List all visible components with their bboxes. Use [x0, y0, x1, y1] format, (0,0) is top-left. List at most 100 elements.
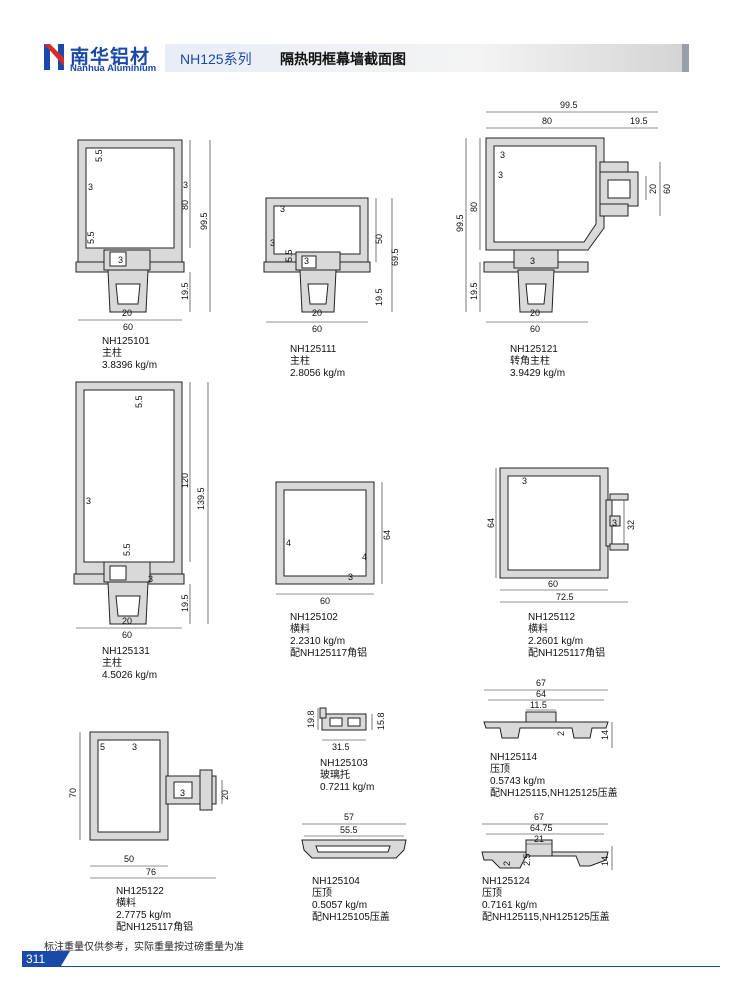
- dim-label: 19.8: [306, 710, 316, 728]
- dim-label: 64: [382, 530, 392, 540]
- profile-drawing-nh125122: 5 3 70 3 20 50 76: [68, 731, 230, 879]
- profile-name: 主柱: [290, 356, 310, 367]
- caption-nh125103: NH125103 玻璃托 0.7211 kg/m: [320, 758, 374, 794]
- caption-nh125114: NH125114 压顶 0.5743 kg/m 配NH125115,NH1251…: [490, 752, 618, 800]
- profile-weight: 2.7775 kg/m: [116, 910, 172, 921]
- profile-name: 横料: [528, 624, 548, 635]
- dim-label: 3: [132, 742, 137, 752]
- dim-label: 11.5: [530, 700, 547, 710]
- caption-nh125102: NH125102 横料 2.2310 kg/m 配NH125117角铝: [290, 612, 367, 660]
- dim-label: 19.5: [469, 282, 479, 300]
- dim-label: 60: [320, 596, 330, 606]
- dim-label: 20: [220, 790, 230, 800]
- dim-label: 60: [662, 184, 672, 194]
- profile-weight: 0.5743 kg/m: [490, 776, 546, 787]
- profile-code: NH125101: [102, 336, 150, 347]
- dim-label: 5.5: [134, 395, 144, 408]
- dim-label: 31.5: [332, 742, 350, 752]
- dim-label: 3: [86, 496, 91, 506]
- profile-note: 配NH125117角铝: [528, 648, 606, 659]
- profile-note: 配NH125115,NH125125压盖: [490, 788, 618, 799]
- profile-name: 转角主柱: [510, 356, 550, 367]
- page-number-tab: [22, 951, 70, 967]
- dim-label: 2: [502, 861, 512, 866]
- dim-label: 21: [534, 834, 544, 844]
- profile-drawing-nh125103: 19.8 15.8 31.5: [306, 707, 386, 752]
- dim-label: 60: [548, 579, 558, 589]
- dim-label: 69.5: [390, 248, 400, 266]
- dim-label: 3: [530, 256, 535, 266]
- dim-label: 3: [304, 256, 309, 266]
- weight-disclaimer: 标注重量仅供参考，实际重量按过磅重量为准: [44, 942, 244, 953]
- caption-nh125101: NH125101 主柱 3.8396 kg/m: [102, 336, 157, 372]
- dim-label: 67: [536, 678, 546, 688]
- dim-label: 14: [600, 856, 610, 866]
- profile-name: 横料: [116, 898, 136, 909]
- profile-code: NH125111: [290, 344, 337, 355]
- profile-code: NH125102: [290, 612, 338, 623]
- dim-label: 60: [122, 630, 132, 640]
- dim-label: 60: [123, 322, 133, 332]
- dim-label: 3: [280, 204, 285, 214]
- profile-drawing-nh125111: 3 3 3 5.5 50 69.5 19.5 20 60: [263, 197, 400, 334]
- dim-label: 64: [486, 518, 496, 528]
- profile-note: 配NH125105压盖: [312, 912, 390, 923]
- caption-nh125111: NH125111 主柱 2.8056 kg/m: [290, 344, 345, 380]
- dim-label: 60: [530, 324, 540, 334]
- dim-label: 2: [556, 731, 566, 736]
- profile-drawing-nh125101: 5.5 3 3 5.5 3 80 99.5 19.5 20 60: [75, 139, 211, 332]
- dim-label: 20: [122, 308, 132, 318]
- dim-label: 19.5: [180, 282, 190, 300]
- profile-drawing-nh125102: 4 4 64 3 60: [275, 481, 392, 606]
- caption-nh125124: NH125124 压顶 0.7161 kg/m 配NH125115,NH1251…: [482, 876, 610, 924]
- profile-drawing-nh125104: 57 55.5: [301, 812, 407, 859]
- dim-label: 99.5: [199, 212, 209, 230]
- profile-drawing-nh125114: 67 64 11.5 2 14: [483, 678, 613, 748]
- dim-label: 99.5: [560, 100, 578, 110]
- profile-note: 配NH125115,NH125125压盖: [482, 912, 610, 923]
- profile-weight: 2.8056 kg/m: [290, 368, 346, 379]
- dim-label: 80: [542, 116, 552, 126]
- dim-label: 3: [118, 255, 123, 265]
- dim-label: 5.5: [122, 543, 132, 556]
- dim-label: 4: [362, 552, 367, 562]
- dim-label: 2.5: [522, 853, 532, 866]
- dim-label: 19.5: [180, 594, 190, 612]
- dim-label: 15.8: [376, 712, 386, 730]
- caption-nh125122: NH125122 横料 2.7775 kg/m 配NH125117角铝: [116, 886, 193, 934]
- dim-label: 60: [312, 324, 322, 334]
- dim-label: 3: [348, 572, 353, 582]
- dim-label: 99.5: [455, 214, 465, 232]
- profile-drawing-nh125112: 3 64 3 32 60 72.5: [486, 467, 636, 603]
- profile-code: NH125114: [490, 752, 538, 763]
- caption-nh125121: NH125121 转角主柱 3.9429 kg/m: [510, 344, 565, 380]
- dim-label: 3: [183, 180, 188, 190]
- dim-label: 80: [180, 200, 190, 210]
- dim-label: 5: [100, 742, 105, 752]
- dim-label: 3: [500, 150, 505, 160]
- dim-label: 5.5: [86, 231, 96, 244]
- caption-nh125131: NH125131 主柱 4.5026 kg/m: [102, 646, 157, 682]
- brand-name-en: Nanhua Aluminium: [70, 63, 157, 74]
- dim-label: 3: [88, 182, 93, 192]
- caption-nh125112: NH125112 横料 2.2601 kg/m 配NH125117角铝: [528, 612, 605, 660]
- profile-code: NH125112: [528, 612, 576, 623]
- dim-label: 67: [534, 812, 544, 822]
- dim-label: 20: [312, 308, 322, 318]
- profile-name: 主柱: [102, 348, 122, 359]
- dim-label: 14: [600, 730, 610, 740]
- dim-label: 19.5: [630, 116, 648, 126]
- dim-label: 3: [522, 476, 527, 486]
- dim-label: 4: [286, 538, 291, 548]
- dim-label: 32: [626, 520, 636, 530]
- header-bar-accent: [682, 44, 689, 72]
- profile-note: 配NH125117角铝: [116, 922, 194, 933]
- profile-weight: 2.2310 kg/m: [290, 636, 346, 647]
- dim-label: 3: [148, 574, 153, 584]
- series-label: NH125系列: [180, 51, 252, 67]
- dim-label: 76: [146, 867, 156, 877]
- dim-label: 57: [344, 812, 354, 822]
- profile-code: NH125124: [482, 876, 530, 887]
- profile-code: NH125121: [510, 344, 558, 355]
